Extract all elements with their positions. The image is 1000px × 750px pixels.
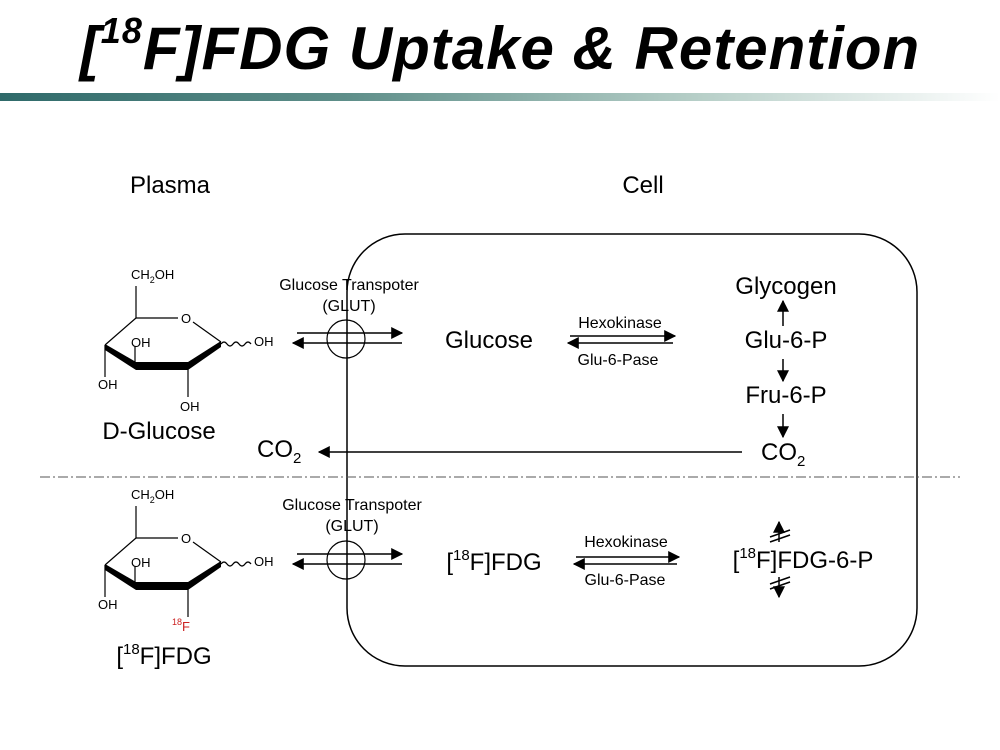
fdg-oh-c4: OH <box>98 597 118 612</box>
bottom-pathway: Glucose Transpoter (GLUT) [18F]FDG Hexok… <box>282 497 874 599</box>
glucose-anomeric-wavy-bond <box>220 341 252 347</box>
fdg-oh-anomeric: OH <box>254 554 274 569</box>
title-rest: F]FDG Uptake & Retention <box>142 15 921 82</box>
fdg-fluorine-label: 18F <box>172 617 190 634</box>
intracellular-fdg: [18F]FDG <box>446 547 541 576</box>
fdg-ch2oh-label: CH2OH <box>131 487 174 505</box>
fdg-name: [18F]FDG <box>116 641 211 670</box>
top-glu6pase-label: Glu-6-Pase <box>578 352 659 369</box>
fdg-ring-front-edge <box>105 561 221 590</box>
title-superscript: 18 <box>100 10 143 51</box>
co2-plasma-label: CO2 <box>257 436 301 467</box>
glucose-ch2oh-label: CH2OH <box>131 267 174 285</box>
blocked-down-slash <box>769 576 791 585</box>
fdg-anomeric-wavy-bond <box>220 561 252 567</box>
glycogen-label: Glycogen <box>735 273 836 300</box>
glucose-structure: CH2OH O OH OH OH OH D-Glucose <box>98 267 274 445</box>
slide-title: [18F]FDG Uptake & Retention <box>0 13 1000 84</box>
title-underline-bar <box>0 93 1000 101</box>
blocked-up-slash <box>769 529 791 538</box>
top-pathway: Glucose Transpoter (GLUT) Glucose Hexoki… <box>257 273 837 470</box>
fdg-oh-c3: OH <box>131 555 151 570</box>
plasma-label: Plasma <box>130 172 211 199</box>
top-transporter-label: Glucose Transpoter <box>279 277 419 294</box>
glucose-ring-oxygen: O <box>181 311 191 326</box>
bottom-transporter-label: Glucose Transpoter <box>282 497 422 514</box>
cell-label: Cell <box>622 172 663 199</box>
fdg6p-label: [18F]FDG-6-P <box>733 545 874 574</box>
glucose-ring-front-edge <box>105 341 221 370</box>
bottom-hexokinase-label: Hexokinase <box>584 534 668 551</box>
cell-boundary <box>346 233 918 667</box>
glucose-oh-c3: OH <box>131 335 151 350</box>
glucose-ring-bond <box>104 317 137 346</box>
glucose-oh-c2: OH <box>180 399 200 414</box>
blocked-down-slash <box>769 581 791 590</box>
top-transporter-abbrev: (GLUT) <box>322 298 375 315</box>
co2-cell-label: CO2 <box>761 439 805 470</box>
top-glut-transporter-circle <box>326 319 366 359</box>
top-hexokinase-label: Hexokinase <box>578 315 662 332</box>
glucose-oh-anomeric: OH <box>254 334 274 349</box>
fdg-ring-oxygen: O <box>181 531 191 546</box>
fdg-structure: CH2OH O OH OH 18F OH [18F]FDG <box>98 487 274 670</box>
bottom-transporter-abbrev: (GLUT) <box>325 518 378 535</box>
fdg-ring-bond <box>104 537 137 566</box>
bottom-glut-transporter-circle <box>326 540 366 580</box>
bottom-glu6pase-label: Glu-6-Pase <box>585 572 666 589</box>
glucose-ring-bond <box>192 321 222 343</box>
fdg-ring-bond <box>192 541 222 563</box>
fru6p-label: Fru-6-P <box>745 382 826 409</box>
glu6p-label: Glu-6-P <box>745 327 828 354</box>
glucose-oh-c4: OH <box>98 377 118 392</box>
blocked-up-slash <box>769 534 791 543</box>
glucose-name: D-Glucose <box>102 418 215 445</box>
intracellular-glucose: Glucose <box>445 327 533 354</box>
title-prefix: [ <box>79 15 101 82</box>
